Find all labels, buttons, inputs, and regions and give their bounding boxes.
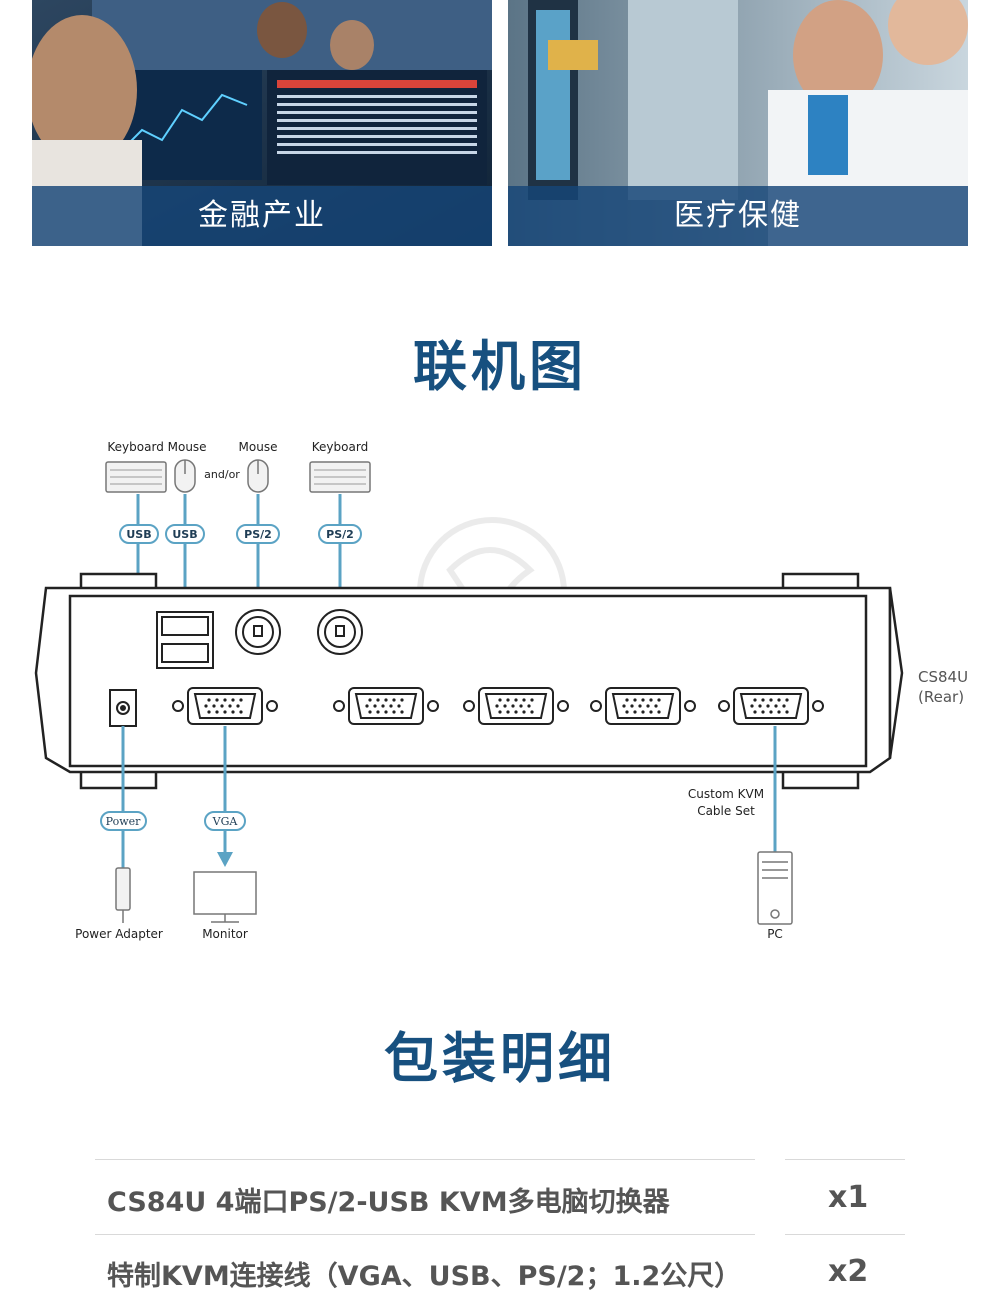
svg-text:USB: USB — [172, 528, 197, 541]
svg-text:PS/2: PS/2 — [326, 528, 354, 541]
svg-text:USB: USB — [126, 528, 151, 541]
banner-finance: 金融产业 — [32, 0, 492, 246]
package-item-name: CS84U 4端口PS/2-USB KVM多电脑切换器 — [107, 1187, 670, 1218]
keyboard-icon — [105, 461, 167, 493]
label-pc: PC — [767, 927, 783, 941]
cables-bottom — [121, 726, 777, 868]
finance-photo — [32, 0, 492, 246]
divider — [95, 1159, 755, 1160]
power-jack — [109, 689, 137, 727]
vga-kvm-port — [590, 687, 696, 725]
package-item-qty: x1 — [828, 1180, 869, 1215]
package-contents-title: 包装明细 — [384, 1027, 616, 1090]
tag-usb-2: USB — [165, 524, 205, 544]
connection-diagram-title: 联机图 — [413, 335, 587, 398]
arrow-down-icon — [217, 852, 233, 867]
label-monitor: Monitor — [202, 927, 248, 941]
tag-ps2-mouse: PS/2 — [236, 524, 280, 544]
svg-text:PS/2: PS/2 — [244, 528, 272, 541]
usb-ports — [156, 611, 214, 669]
vga-kvm-port — [463, 687, 569, 725]
package-item-qty: x2 — [828, 1254, 869, 1289]
pc-tower-icon — [757, 851, 793, 925]
keyboard-icon — [309, 461, 371, 493]
vga-kvm-port — [333, 687, 439, 725]
divider — [785, 1159, 905, 1160]
label-keyboard-mouse: Keyboard Mouse — [107, 440, 206, 454]
device-model-label: CS84U — [918, 668, 968, 686]
svg-text:VGA: VGA — [212, 815, 239, 828]
label-cable-set-line1: Custom KVM — [688, 787, 764, 801]
kvm-switch-rear-panel — [34, 572, 904, 790]
vga-console-port — [172, 687, 278, 725]
label-power-adapter: Power Adapter — [75, 927, 163, 941]
svg-text:Power: Power — [106, 815, 142, 828]
banner-healthcare-caption: 医疗保健 — [508, 186, 968, 246]
label-cable-set-line2: Cable Set — [697, 804, 755, 818]
tag-vga: VGA — [204, 811, 246, 831]
vga-kvm-port — [718, 687, 824, 725]
mouse-icon — [174, 459, 196, 493]
connection-diagram: Keyboard Mouse Mouse Keyboard and/or USB — [34, 440, 968, 941]
tag-usb-1: USB — [119, 524, 159, 544]
mouse-icon — [247, 459, 269, 493]
divider — [785, 1234, 905, 1235]
label-and-or: and/or — [204, 468, 240, 481]
tag-power: Power — [100, 811, 147, 831]
ps2-keyboard-port — [317, 609, 363, 655]
ps2-mouse-port — [235, 609, 281, 655]
divider — [95, 1234, 755, 1235]
tag-ps2-keyboard: PS/2 — [318, 524, 362, 544]
package-item-name: 特制KVM连接线（VGA、USB、PS/2；1.2公尺） — [107, 1261, 742, 1292]
power-adapter-icon — [115, 867, 131, 923]
label-mouse: Mouse — [239, 440, 278, 454]
monitor-icon — [193, 871, 257, 923]
banner-healthcare: 医疗保健 — [508, 0, 968, 246]
device-side-label: (Rear) — [918, 688, 964, 706]
banner-finance-caption: 金融产业 — [32, 186, 492, 246]
label-keyboard: Keyboard — [312, 440, 368, 454]
